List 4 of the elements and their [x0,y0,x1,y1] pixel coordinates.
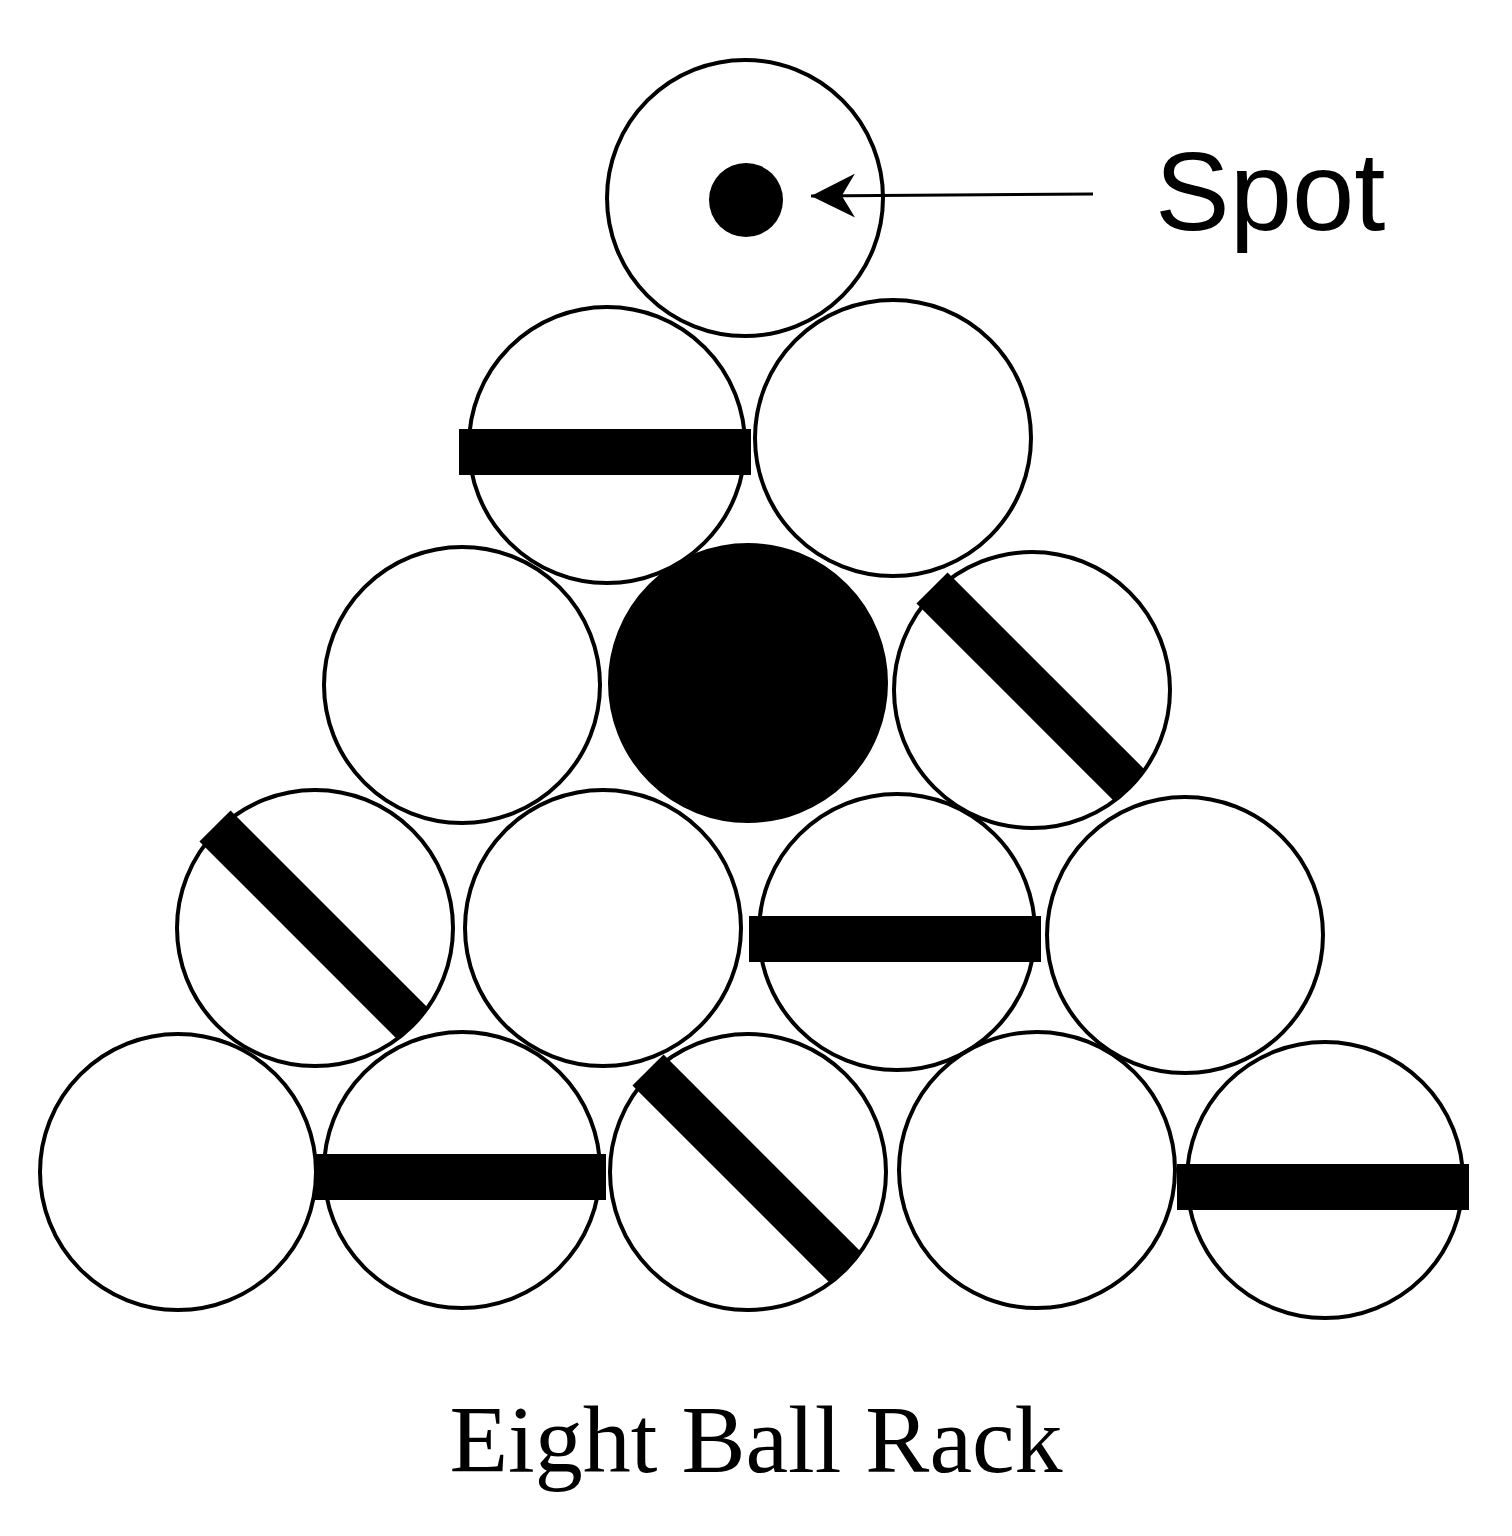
callout-label: Spot [1155,132,1386,252]
caption: Eight Ball Rack [449,1385,1063,1495]
spot-dot [709,163,783,237]
leader-line [811,173,1093,218]
